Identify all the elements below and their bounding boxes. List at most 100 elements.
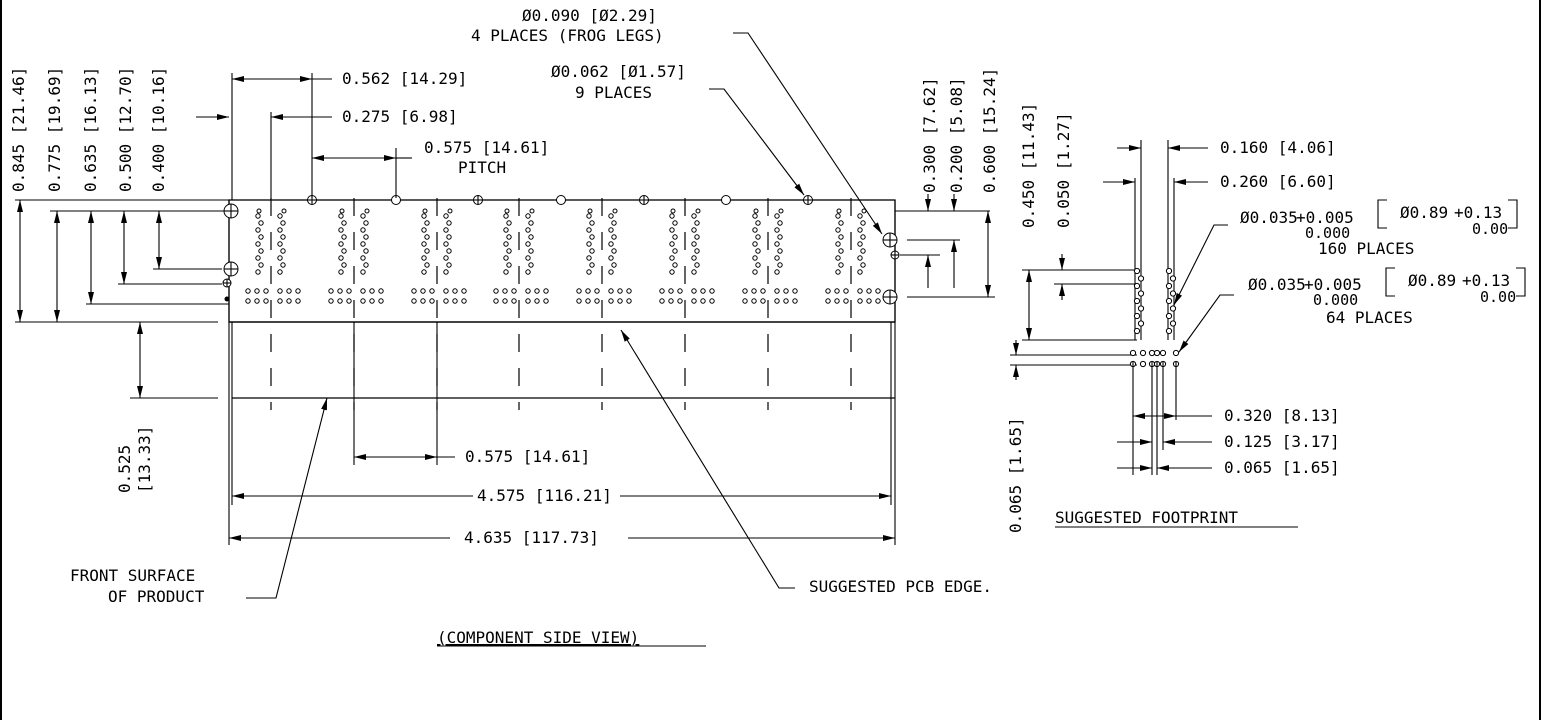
lead-pin xyxy=(792,298,798,304)
signal-pin xyxy=(838,220,844,226)
top-edge-pin xyxy=(753,208,759,214)
pins-9-note: 9 PLACES xyxy=(575,83,652,102)
fp-dim-0320: 0.320 [8.13] xyxy=(1224,406,1340,425)
signal-pin xyxy=(525,241,531,247)
lead-pin xyxy=(461,298,467,304)
lead-pin xyxy=(511,288,517,294)
signal-pin xyxy=(255,227,261,233)
lead-pin xyxy=(328,298,334,304)
lead-pin xyxy=(543,298,549,304)
hole64-metric-dia: Ø0.89 xyxy=(1408,271,1456,290)
signal-pin xyxy=(669,241,675,247)
dim-0635: 0.635 [16.13] xyxy=(81,67,100,192)
hole64-note: 64 PLACES xyxy=(1326,308,1413,327)
top-hole xyxy=(556,195,566,205)
lead-pin xyxy=(677,298,683,304)
signal-pin xyxy=(611,234,617,240)
hole160-dia: Ø0.035 xyxy=(1240,208,1298,227)
lead-pin xyxy=(626,298,632,304)
lead-pin xyxy=(760,288,766,294)
footprint-hole xyxy=(1165,327,1173,335)
lead-pin xyxy=(245,298,251,304)
lead-pin xyxy=(420,288,426,294)
lead-pin xyxy=(277,288,283,294)
lead-pin xyxy=(295,288,301,294)
signal-pin xyxy=(277,255,283,261)
hole160-tol-plus: +0.005 xyxy=(1296,208,1354,227)
lead-pin xyxy=(525,298,531,304)
footprint-hole xyxy=(1169,275,1177,282)
signal-pin xyxy=(586,255,592,261)
lead-pin xyxy=(337,298,343,304)
fp-dim-0065-left: 0.065 [1.65] xyxy=(1006,417,1025,533)
lead-pin xyxy=(493,288,499,294)
signal-pin xyxy=(586,241,592,247)
lead-pin xyxy=(783,288,789,294)
footprint-hole xyxy=(1153,349,1161,357)
footprint-hole xyxy=(1137,320,1145,327)
signal-pin xyxy=(669,227,675,233)
front-surface-line1: FRONT SURFACE xyxy=(70,566,195,585)
signal-pin xyxy=(755,262,761,268)
left-dot xyxy=(224,296,230,302)
lead-pin xyxy=(493,298,499,304)
signal-pin xyxy=(338,213,344,219)
top-edge-pin xyxy=(778,208,784,214)
lead-pin xyxy=(378,288,384,294)
signal-pin xyxy=(280,248,286,254)
front-surface-line2: OF PRODUCT xyxy=(108,587,205,606)
signal-pin xyxy=(672,234,678,240)
signal-pin xyxy=(857,255,863,261)
lead-pin xyxy=(659,298,665,304)
signal-pin xyxy=(446,248,452,254)
signal-pin xyxy=(691,269,697,275)
signal-pin xyxy=(774,241,780,247)
lead-pin xyxy=(511,298,517,304)
signal-pin xyxy=(752,269,758,275)
lead-pin xyxy=(328,288,334,294)
dim-0562: 0.562 [14.29] xyxy=(342,69,467,88)
signal-pin xyxy=(691,227,697,233)
lead-pin xyxy=(369,298,375,304)
lead-pin xyxy=(429,288,435,294)
lead-pin xyxy=(751,298,757,304)
signal-pin xyxy=(777,248,783,254)
notes: FRONT SURFACE OF PRODUCT SUGGESTED PCB E… xyxy=(70,329,992,647)
lead-pin xyxy=(774,288,780,294)
signal-pin xyxy=(506,220,512,226)
signal-pin xyxy=(589,262,595,268)
signal-pin xyxy=(421,227,427,233)
lead-pin xyxy=(700,298,706,304)
top-edge-pin xyxy=(504,208,510,214)
top-edge-pin xyxy=(256,208,262,214)
signal-pin xyxy=(258,234,264,240)
lead-pin xyxy=(576,298,582,304)
signal-pin xyxy=(838,248,844,254)
lead-pin xyxy=(875,288,881,294)
lead-pin xyxy=(420,298,426,304)
signal-pin xyxy=(752,241,758,247)
signal-pin xyxy=(280,234,286,240)
footprint-hole xyxy=(1137,290,1145,297)
signal-pin xyxy=(360,269,366,275)
lead-pin xyxy=(360,288,366,294)
lead-pin xyxy=(576,288,582,294)
signal-pin xyxy=(860,220,866,226)
signal-pin xyxy=(774,255,780,261)
top-edge-pin xyxy=(529,208,535,214)
signal-pin xyxy=(835,255,841,261)
component-side-view-title: (COMPONENT SIDE VIEW) xyxy=(437,628,639,647)
signal-pin xyxy=(838,234,844,240)
lead-pin xyxy=(443,288,449,294)
lead-pin xyxy=(295,298,301,304)
signal-pin xyxy=(360,227,366,233)
signal-pin xyxy=(860,262,866,268)
footprint-hole xyxy=(1148,349,1156,357)
top-edge-pin xyxy=(836,208,842,214)
dim-0300: 0.300 [7.62] xyxy=(920,77,939,193)
signal-pin xyxy=(691,255,697,261)
lead-pin xyxy=(843,298,849,304)
lead-pin xyxy=(543,288,549,294)
signal-pin xyxy=(503,227,509,233)
footprint-hole xyxy=(1129,349,1137,357)
